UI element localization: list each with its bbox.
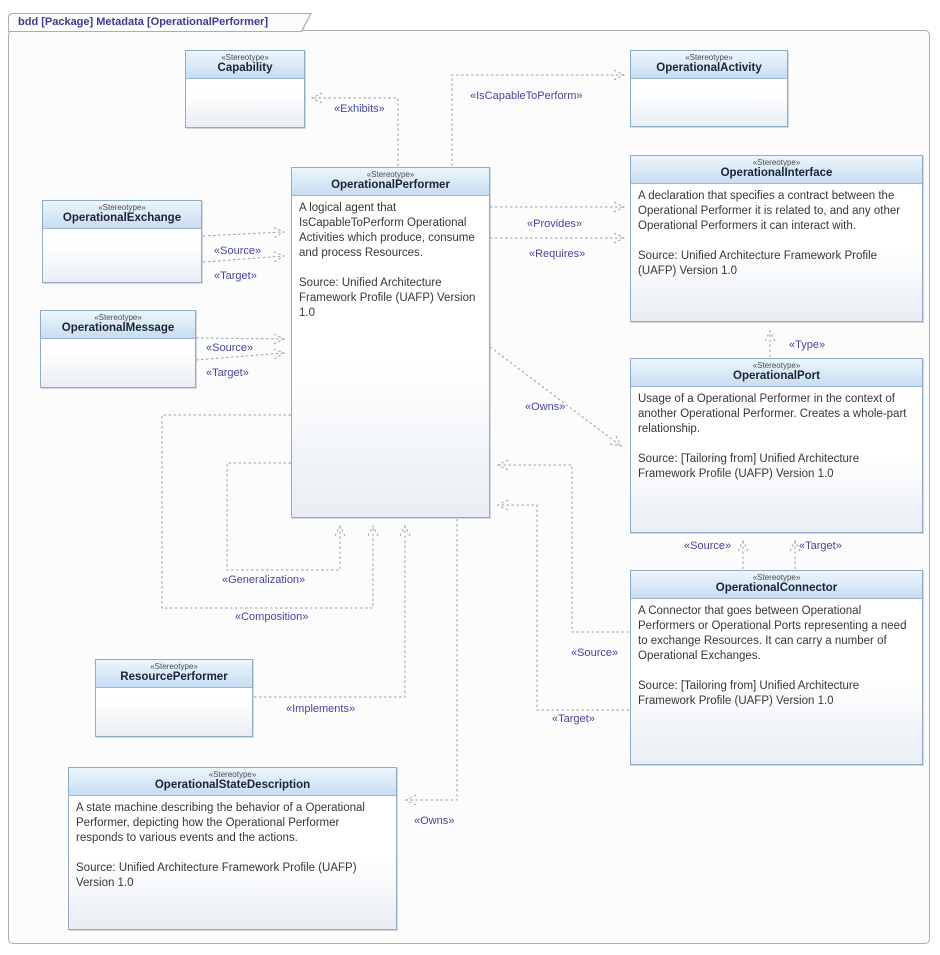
operational-activity-name: OperationalActivity <box>656 62 762 74</box>
operational-exchange-box[interactable]: «Stereotype» OperationalExchange <box>42 200 202 283</box>
operational-message-header: «Stereotype» OperationalMessage <box>41 311 195 339</box>
source-text: Source: Unified Architecture Framework P… <box>299 277 476 319</box>
operational-exchange-body <box>43 229 201 282</box>
operational-performer-name: OperationalPerformer <box>331 179 450 191</box>
operational-connector-box[interactable]: «Stereotype» OperationalConnector A Conn… <box>630 570 923 765</box>
provides-label[interactable]: «Provides» <box>527 218 583 230</box>
stereotype-label: «Stereotype» <box>752 158 801 167</box>
stereotype-label: «Stereotype» <box>685 53 733 62</box>
operational-message-body <box>41 339 195 387</box>
stereotype-label: «Stereotype» <box>150 662 198 671</box>
capability-box[interactable]: «Stereotype» Capability <box>185 50 305 128</box>
connector-target-label[interactable]: «Target» <box>552 713 595 725</box>
operational-interface-header: «Stereotype» OperationalInterface <box>631 156 922 184</box>
owns-port-label[interactable]: «Owns» <box>525 401 566 413</box>
generalization-label[interactable]: «Generalization» <box>222 574 306 586</box>
operational-exchange-name: OperationalExchange <box>62 212 182 224</box>
requires-label[interactable]: «Requires» <box>529 248 586 260</box>
operational-exchange-header: «Stereotype» OperationalExchange <box>43 201 201 229</box>
operational-state-description-header: «Stereotype» OperationalStateDescription <box>69 768 396 796</box>
operational-activity-body <box>631 79 787 126</box>
resource-performer-body <box>96 688 252 736</box>
port-source-label[interactable]: «Source» <box>684 540 732 552</box>
operational-port-box[interactable]: «Stereotype» OperationalPort Usage of a … <box>630 358 923 533</box>
resource-performer-box[interactable]: «Stereotype» ResourcePerformer <box>95 659 253 737</box>
exhibits-label[interactable]: «Exhibits» <box>334 103 385 115</box>
stereotype-label: «Stereotype» <box>366 170 415 179</box>
capability-body <box>186 79 304 127</box>
source-text: Source: Unified Architecture Framework P… <box>638 250 878 277</box>
port-target-label[interactable]: «Target» <box>799 540 842 552</box>
operational-connector-name: OperationalConnector <box>715 582 838 594</box>
description-text: A Connector that goes between Operationa… <box>638 605 907 662</box>
capability-name: Capability <box>217 62 273 74</box>
stereotype-label: «Stereotype» <box>752 573 801 582</box>
exchange-source-label[interactable]: «Source» <box>214 245 262 257</box>
message-target-label[interactable]: «Target» <box>206 367 249 379</box>
composition-label[interactable]: «Composition» <box>235 611 309 623</box>
operational-connector-body: A Connector that goes between Operationa… <box>631 599 922 764</box>
operational-state-description-box[interactable]: «Stereotype» OperationalStateDescription… <box>68 767 397 930</box>
owns-state-label[interactable]: «Owns» <box>414 815 455 827</box>
frame-title: bdd [Package] Metadata [OperationalPerfo… <box>9 14 310 31</box>
stereotype-label: «Stereotype» <box>98 203 146 212</box>
connector-source-label[interactable]: «Source» <box>571 647 619 659</box>
operational-interface-box[interactable]: «Stereotype» OperationalInterface A decl… <box>630 155 923 322</box>
type-label[interactable]: «Type» <box>789 339 826 351</box>
resource-performer-name: ResourcePerformer <box>120 671 228 683</box>
operational-message-box[interactable]: «Stereotype» OperationalMessage <box>40 310 196 388</box>
operational-port-header: «Stereotype» OperationalPort <box>631 359 922 387</box>
operational-activity-box[interactable]: «Stereotype» OperationalActivity <box>630 50 788 127</box>
operational-interface-body: A declaration that specifies a contract … <box>631 184 922 321</box>
operational-port-body: Usage of a Operational Performer in the … <box>631 387 922 532</box>
source-text: Source: [Tailoring from] Unified Archite… <box>638 453 860 480</box>
operational-activity-header: «Stereotype» OperationalActivity <box>631 51 787 79</box>
operational-connector-header: «Stereotype» OperationalConnector <box>631 571 922 599</box>
operational-message-name: OperationalMessage <box>61 322 175 334</box>
operational-state-description-name: OperationalStateDescription <box>154 779 311 791</box>
implements-label[interactable]: «Implements» <box>286 703 356 715</box>
capability-header: «Stereotype» Capability <box>186 51 304 79</box>
stereotype-label: «Stereotype» <box>208 770 257 779</box>
description-text: A declaration that specifies a contract … <box>638 190 901 232</box>
operational-performer-body: A logical agent that IsCapableToPerform … <box>292 196 489 517</box>
operational-performer-box[interactable]: «Stereotype» OperationalPerformer A logi… <box>291 167 490 518</box>
is-capable-to-perform-label[interactable]: «IsCapableToPerform» <box>470 90 583 102</box>
stereotype-label: «Stereotype» <box>752 361 801 370</box>
source-text: Source: [Tailoring from] Unified Archite… <box>638 680 860 707</box>
description-text: A state machine describing the behavior … <box>76 802 365 844</box>
description-text: A logical agent that IsCapableToPerform … <box>299 202 475 259</box>
operational-state-description-body: A state machine describing the behavior … <box>69 796 396 929</box>
message-source-label[interactable]: «Source» <box>206 342 254 354</box>
operational-port-name: OperationalPort <box>733 370 820 382</box>
resource-performer-header: «Stereotype» ResourcePerformer <box>96 660 252 688</box>
stereotype-label: «Stereotype» <box>94 313 142 322</box>
exchange-target-label[interactable]: «Target» <box>214 270 257 282</box>
operational-performer-header: «Stereotype» OperationalPerformer <box>292 168 489 196</box>
description-text: Usage of a Operational Performer in the … <box>638 393 907 435</box>
operational-interface-name: OperationalInterface <box>720 167 833 179</box>
stereotype-label: «Stereotype» <box>221 53 269 62</box>
source-text: Source: Unified Architecture Framework P… <box>76 862 357 889</box>
